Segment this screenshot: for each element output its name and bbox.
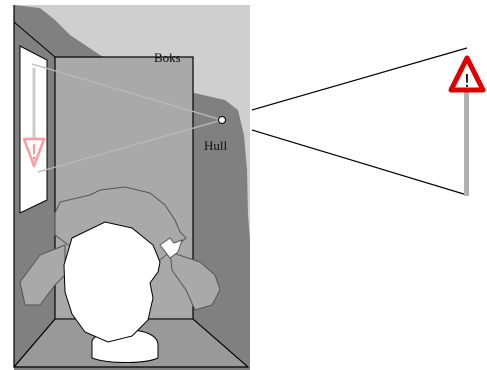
viewer-head-icon [19,186,221,363]
warning-sign-icon: ! [448,55,486,93]
box-outline [13,5,248,368]
viewer-left-ear [19,244,66,306]
viewer-head [63,221,161,343]
ray-outside-bottom [251,129,468,196]
ray-inside-bottom [37,119,223,173]
edge-bottom-right [192,318,249,368]
sign-pole [464,92,469,196]
ray-outside-top [251,47,468,111]
viewer-hair-tuft [159,237,183,259]
viewer-right-ear [169,251,221,311]
edge-top-left [13,21,56,58]
edge-bottom-left [13,318,56,368]
inverted-pole [32,68,36,138]
box-label: Boks [154,50,181,65]
warning-sign-glyph: ! [463,71,470,92]
pinhole-icon [218,116,226,124]
ray-inside-top [31,63,223,121]
inverted-warning-sign-icon [22,137,46,168]
hole-label: Hull [204,138,228,153]
